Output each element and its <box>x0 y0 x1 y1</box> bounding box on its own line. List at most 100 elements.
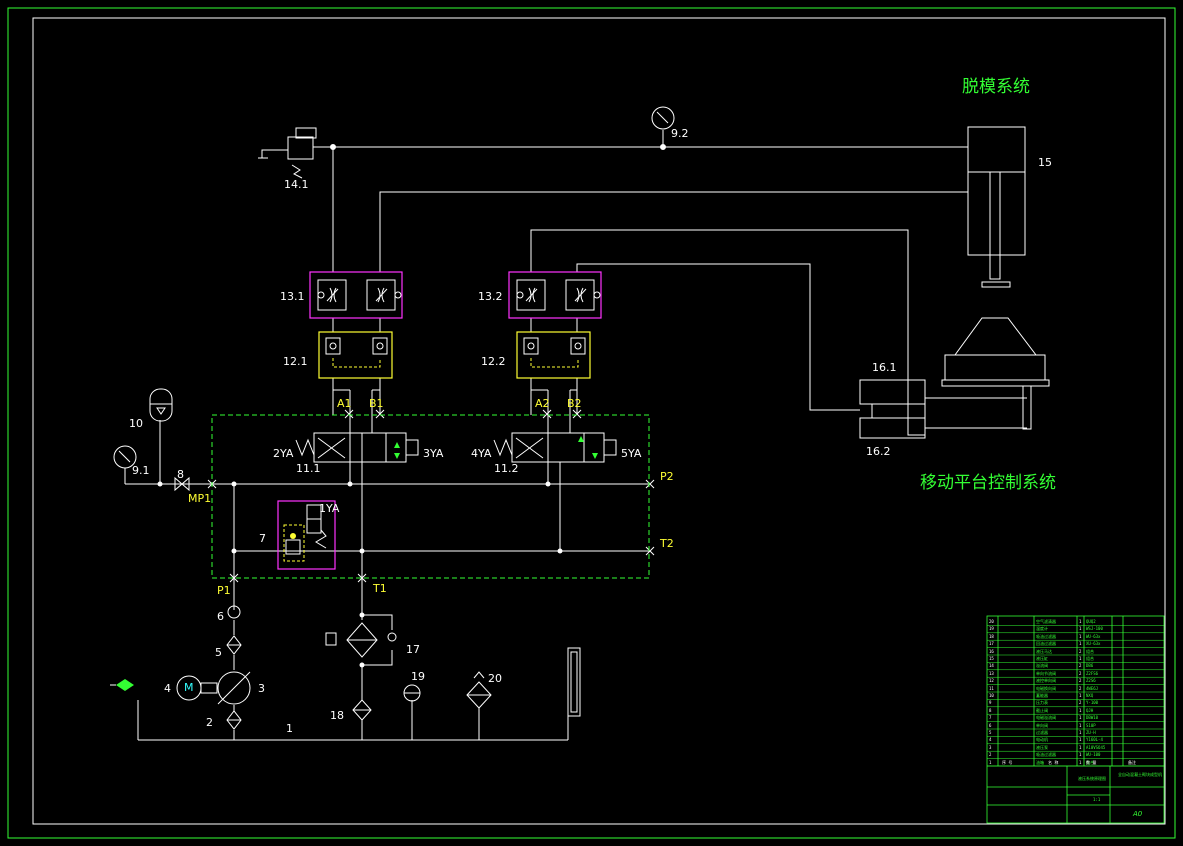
air-filter-20 <box>466 671 492 709</box>
parts-cell-no: 6 <box>989 722 992 728</box>
label-12-2: 12.2 <box>481 355 506 368</box>
parts-cell-qty: 2 <box>1079 685 1082 691</box>
label-19: 19 <box>411 670 425 683</box>
parts-cell-no: 18 <box>989 633 994 639</box>
parts-cell-no: 14 <box>989 663 994 669</box>
tb-sheet: A0 <box>1133 810 1143 818</box>
parts-cell-qty: 1 <box>1079 693 1082 698</box>
parts-cell-no: 2 <box>989 752 992 758</box>
tb-drawing-title: 液压系统原理图 <box>1078 776 1106 781</box>
parts-cell-no: 1 <box>989 759 992 765</box>
parts-cell-qty: 1 <box>1079 656 1082 661</box>
parts-cell-qty: 1 <box>1079 626 1082 632</box>
outer-frame <box>7 7 1176 839</box>
junction-dots <box>157 481 563 668</box>
tb-header-no: 序 号 <box>1002 760 1013 765</box>
parts-cell-name: 单向节流阀 <box>1036 670 1056 676</box>
parts-cell-spec: NXQ <box>1086 693 1094 698</box>
parts-cell-name: 温度计 <box>1036 626 1048 632</box>
parts-cell-name: 电动机 <box>1036 737 1048 743</box>
tb-header-name: 名 称 <box>1048 760 1059 765</box>
relief-valve-14-1 <box>258 127 317 179</box>
parts-cell-no: 17 <box>989 641 994 647</box>
hydraulic-motors-16 <box>859 379 1027 439</box>
port-b1: B1 <box>369 397 384 410</box>
shutoff-valve-8 <box>174 476 190 492</box>
parts-cell-qty: 1 <box>1079 722 1082 728</box>
label-11-2: 11.2 <box>494 462 519 475</box>
parts-cell-name: 过滤器 <box>1036 730 1048 735</box>
port-a1: A1 <box>337 397 352 410</box>
parts-cell-spec: Z2FS6 <box>1086 670 1099 676</box>
thermometer-19 <box>403 684 421 702</box>
parts-cell-name: 液压泵 <box>1036 744 1048 750</box>
port-marks <box>207 409 655 583</box>
hydraulic-lines <box>124 130 968 741</box>
solenoid-4ya: 4YA <box>471 447 492 460</box>
parts-cell-spec: 组合 <box>1086 648 1094 654</box>
label-13-1: 13.1 <box>280 290 305 303</box>
parts-cell-spec: XU-63x <box>1086 641 1101 647</box>
parts-cell-no: 20 <box>989 619 994 624</box>
parts-cell-qty: 1 <box>1079 633 1082 639</box>
parts-cell-qty: 1 <box>1079 744 1082 750</box>
parts-cell-qty: 2 <box>1079 678 1082 684</box>
parts-cell-no: 11 <box>989 685 994 691</box>
parts-cell-no: 16 <box>989 648 994 654</box>
parts-cell-spec: Y-100 <box>1086 700 1099 706</box>
parts-cell-no: 4 <box>989 737 992 743</box>
parts-cell-no: 15 <box>989 656 994 661</box>
parts-cell-spec: DB6 <box>1086 663 1094 669</box>
parts-cell-qty: 1 <box>1079 641 1082 647</box>
port-mp1: MP1 <box>188 492 212 505</box>
parts-cell-no: 19 <box>989 626 994 632</box>
parts-cell-spec: WU-63x <box>1086 633 1101 639</box>
parts-cell-name: 单向阀 <box>1036 722 1048 728</box>
directional-valve-11-2 <box>493 432 617 463</box>
label-1: 1 <box>286 722 293 735</box>
pressure-gauge-9-1 <box>113 445 137 469</box>
parts-cell-qty: 2 <box>1079 663 1082 669</box>
valve-manifold <box>211 414 650 579</box>
inner-frame <box>32 17 1166 825</box>
label-2: 2 <box>206 716 213 729</box>
parts-cell-qty: 1 <box>1079 759 1082 765</box>
pump-motor-group <box>176 605 251 730</box>
throttle-valve-13-2 <box>508 271 602 319</box>
parts-cell-name: 液压马达 <box>1036 648 1052 654</box>
parts-cell-name: 吸油过滤器 <box>1036 752 1056 758</box>
parts-cell-no: 7 <box>989 715 992 721</box>
demolding-system-title: 脱模系统 <box>962 77 1030 97</box>
title-block <box>986 615 1165 824</box>
label-3: 3 <box>258 682 265 695</box>
label-9-1: 9.1 <box>132 464 150 477</box>
suction-filter-18 <box>352 699 372 721</box>
parts-cell-spec: A10VSO45 <box>1086 744 1106 750</box>
label-4: 4 <box>164 682 171 695</box>
parts-cell-name: 液控单向阀 <box>1036 678 1056 684</box>
check-valve-12-2 <box>516 331 591 379</box>
parts-cell-qty: 1 <box>1079 715 1082 721</box>
moving-platform <box>941 317 1050 430</box>
label-6: 6 <box>217 610 224 623</box>
label-11-1: 11.1 <box>296 462 321 475</box>
parts-cell-name: 吸油过滤器 <box>1036 633 1056 639</box>
port-a2: A2 <box>535 397 550 410</box>
parts-cell-name: 空气滤清器 <box>1036 619 1056 624</box>
label-14-1: 14.1 <box>284 178 309 191</box>
parts-cell-spec: 组合 <box>1086 759 1094 765</box>
label-5: 5 <box>215 646 222 659</box>
label-15: 15 <box>1038 156 1052 169</box>
parts-cell-spec: WSJ-100 <box>1086 626 1103 632</box>
parts-cell-name: 油箱 <box>1036 759 1044 765</box>
level-gauge <box>567 647 581 717</box>
parts-cell-qty: 1 <box>1079 707 1082 713</box>
motor-symbol: M <box>184 681 194 694</box>
parts-cell-no: 10 <box>989 693 994 698</box>
moving-platform-system-title: 移动平台控制系统 <box>920 473 1056 493</box>
port-t1: T1 <box>373 582 387 595</box>
parts-cell-name: 电磁换向阀 <box>1036 685 1056 691</box>
parts-cell-spec: QJH <box>1086 707 1094 713</box>
parts-cell-spec: ZU-H <box>1086 730 1096 735</box>
label-10: 10 <box>129 417 143 430</box>
